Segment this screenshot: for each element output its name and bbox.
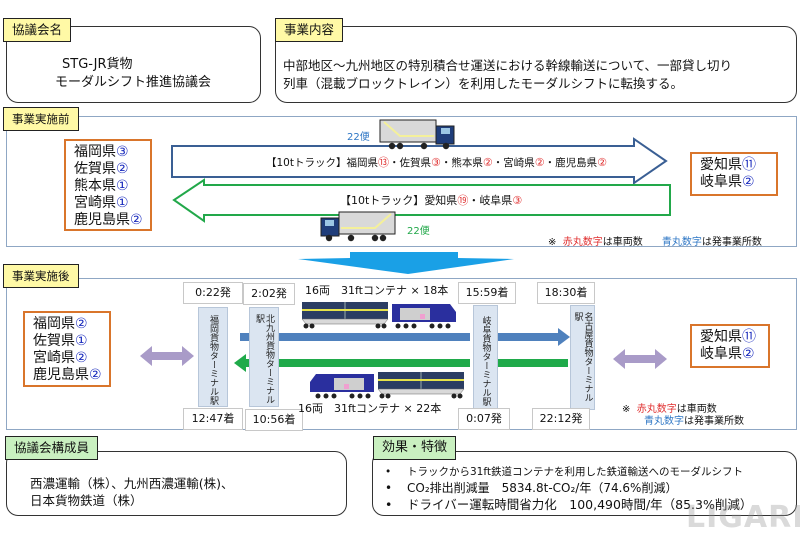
time-nagoya-arrive: 18:30着 bbox=[537, 282, 595, 304]
rail-line-outbound bbox=[497, 333, 560, 341]
effects-tag: 効果・特徴 bbox=[373, 436, 457, 460]
pref-row: 愛知県⑪ bbox=[700, 329, 756, 345]
council-name-line2: モーダルシフト推進協議会 bbox=[55, 75, 212, 90]
pref-row: 福岡県② bbox=[33, 316, 88, 332]
after-legend-note: ※ 赤丸数字は車両数 青丸数字は発事業所数 bbox=[622, 404, 744, 427]
pref-row: 岐阜県② bbox=[700, 346, 755, 362]
business-content-box bbox=[275, 26, 797, 103]
freight-train-outbound-icon bbox=[301, 302, 456, 329]
pref-row: 鹿児島県② bbox=[74, 212, 143, 228]
effect-item: •CO₂排出削減量 5834.8t-CO₂/年（74.6%削減） bbox=[385, 481, 678, 495]
after-dest-prefectures: 愛知県⑪ 岐阜県② bbox=[690, 324, 770, 368]
after-section bbox=[6, 278, 797, 430]
train-inbound-label: 16両 31ftコンテナ × 22本 bbox=[298, 402, 442, 415]
rail-line-inbound bbox=[497, 359, 568, 367]
pref-row: 福岡県③ bbox=[74, 144, 129, 160]
truck-icon bbox=[320, 211, 396, 242]
bidirectional-arrow-icon bbox=[140, 346, 194, 366]
pref-row: 熊本県① bbox=[74, 178, 129, 194]
bidirectional-arrow-icon bbox=[613, 349, 667, 369]
members-tag: 協議会構成員 bbox=[5, 436, 99, 460]
rail-arrowhead-right bbox=[558, 328, 570, 346]
business-content-line1: 中部地区～九州地区の特別積合せ運送における幹線輸送について、一部貸し切り bbox=[283, 58, 733, 73]
council-name-tag: 協議会名 bbox=[3, 18, 72, 42]
pref-row: 愛知県⑪ bbox=[700, 157, 756, 173]
outbound-trips: 22便 bbox=[347, 132, 370, 143]
members-line1: 西濃運輸（株）、九州西濃運輸(株)、 bbox=[30, 476, 234, 491]
station-kitakyushu: 北九州貨物ターミナル駅 bbox=[249, 307, 279, 407]
members-box bbox=[6, 451, 347, 516]
time-gifu-depart: 0:07発 bbox=[458, 408, 510, 430]
time-kitakyushu-arrive: 10:56着 bbox=[245, 409, 303, 431]
inbound-truck-label: 【10tトラック】愛知県⑲・岐阜県③ bbox=[340, 194, 523, 207]
outbound-truck-arrow bbox=[171, 137, 668, 185]
after-tag: 事業実施後 bbox=[3, 264, 79, 288]
truck-icon bbox=[379, 119, 455, 150]
after-origin-prefectures: 福岡県② 佐賀県① 宮崎県② 鹿児島県② bbox=[23, 311, 111, 387]
before-origin-prefectures: 福岡県③ 佐賀県② 熊本県① 宮崎県① 鹿児島県② bbox=[64, 139, 152, 231]
down-arrow-icon bbox=[298, 252, 514, 274]
rail-line-outbound bbox=[240, 333, 470, 341]
pref-row: 佐賀県① bbox=[33, 333, 88, 349]
pref-row: 岐阜県② bbox=[700, 174, 755, 190]
effects-list: •トラックから31ft鉄道コンテナを利用した鉄道輸送へのモーダルシフト •CO₂… bbox=[385, 465, 752, 513]
before-tag: 事業実施前 bbox=[3, 107, 79, 131]
watermark: LIGARE bbox=[686, 500, 800, 533]
members-line2: 日本貨物鉄道（株） bbox=[30, 493, 143, 508]
station-fukuoka: 福岡貨物ターミナル駅 bbox=[198, 307, 228, 407]
freight-train-inbound-icon bbox=[310, 372, 465, 399]
pref-row: 宮崎県① bbox=[74, 195, 129, 211]
station-nagoya: 名古屋貨物ターミナル駅 bbox=[570, 305, 595, 410]
effect-item: •トラックから31ft鉄道コンテナを利用した鉄道輸送へのモーダルシフト bbox=[385, 466, 743, 478]
inbound-trips: 22便 bbox=[407, 226, 430, 237]
time-gifu-arrive: 15:59着 bbox=[458, 282, 516, 304]
business-content-line2: 列車（混載ブロックトレイン）を利用したモーダルシフトに転換する。 bbox=[283, 76, 684, 91]
business-content-tag: 事業内容 bbox=[275, 18, 344, 42]
effect-item: •ドライバー運転時間省力化 100,490時間/年（85.3%削減） bbox=[385, 497, 753, 512]
rail-arrowhead-left bbox=[234, 354, 246, 372]
before-legend-note: ※ 赤丸数字は車両数 青丸数字は発事業所数 bbox=[548, 237, 762, 248]
time-nagoya-depart: 22:12発 bbox=[532, 408, 590, 430]
rail-line-inbound bbox=[246, 359, 470, 367]
effects-box bbox=[372, 451, 797, 516]
pref-row: 鹿児島県② bbox=[33, 367, 102, 383]
time-fukuoka-depart: 0:22発 bbox=[183, 282, 243, 304]
before-dest-prefectures: 愛知県⑪ 岐阜県② bbox=[690, 152, 778, 196]
time-kitakyushu-depart: 2:02発 bbox=[243, 283, 295, 305]
train-outbound-label: 16両 31ftコンテナ × 18本 bbox=[305, 284, 449, 297]
inbound-truck-arrow bbox=[172, 178, 671, 223]
pref-row: 佐賀県② bbox=[74, 161, 129, 177]
pref-row: 宮崎県② bbox=[33, 350, 88, 366]
station-gifu: 岐阜貨物ターミナル駅 bbox=[473, 305, 498, 410]
outbound-truck-label: 【10tトラック】福岡県⑬・佐賀県③・熊本県②・宮崎県②・鹿児島県② bbox=[266, 156, 607, 169]
council-name-line1: STG-JR貨物 bbox=[62, 57, 133, 72]
time-fukuoka-arrive: 12:47着 bbox=[183, 408, 243, 430]
